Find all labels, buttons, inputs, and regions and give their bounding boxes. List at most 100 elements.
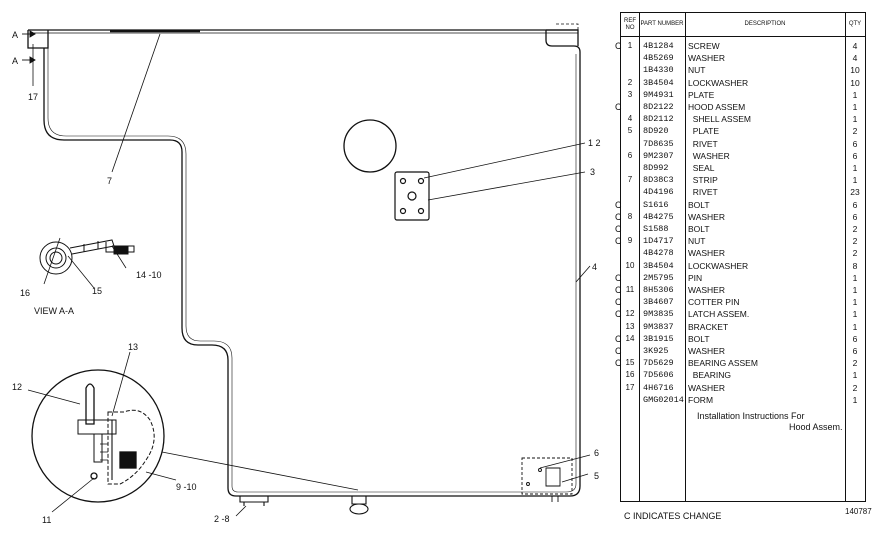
part-number: S1588 — [643, 224, 669, 234]
change-mark: C — [615, 199, 622, 210]
change-mark: C — [615, 285, 622, 295]
part-number: 7D5606 — [643, 370, 674, 381]
callout-leaders-extra — [27, 351, 131, 513]
part-number: 8D920 — [643, 126, 669, 137]
label-12: 12 — [12, 382, 22, 392]
installation-note-line2: Hood Assem. — [789, 422, 843, 432]
quantity: 6 — [852, 138, 858, 149]
part-description: BEARING ASSEM — [688, 358, 758, 369]
ref-number: 10 — [625, 260, 635, 270]
column-divider — [639, 13, 640, 501]
part-number: 9M3837 — [643, 321, 674, 332]
part-number: 8D992 — [643, 163, 669, 173]
part-number: 8H5306 — [643, 285, 674, 295]
part-number: 8D2112 — [643, 114, 674, 125]
change-mark: C — [615, 346, 622, 356]
quantity: 1 — [852, 309, 858, 320]
part-number: 4B5269 — [643, 53, 674, 64]
part-number: 9M2307 — [643, 150, 674, 161]
label-16: 16 — [20, 288, 30, 298]
part-description: SEAL — [688, 163, 715, 173]
drawing-number: 140787 — [845, 507, 872, 516]
part-description: LATCH ASSEM. — [688, 309, 750, 320]
change-mark: C — [615, 236, 622, 247]
part-description: HOOD ASSEM — [688, 102, 746, 112]
part-number: 1B4330 — [643, 65, 674, 76]
change-mark: C — [615, 297, 622, 308]
quantity: 2 — [852, 236, 858, 247]
quantity: 4 — [852, 41, 858, 51]
part-number: 7D8635 — [643, 138, 674, 149]
quantity: 1 — [852, 272, 858, 283]
label-7: 7 — [107, 176, 112, 186]
plate-part-3 — [394, 171, 430, 221]
part-description: WASHER — [688, 285, 725, 295]
quantity: 2 — [852, 358, 858, 369]
quantity: 2 — [852, 126, 858, 137]
change-mark: C — [615, 309, 622, 320]
part-description: LOCKWASHER — [688, 77, 749, 88]
ref-number: 16 — [625, 370, 635, 380]
part-number: 4B4278 — [643, 248, 674, 259]
quantity: 4 — [852, 53, 858, 64]
label-14-10: 14 -10 — [136, 270, 162, 280]
quantity: 6 — [852, 346, 858, 356]
section-markers — [22, 30, 36, 64]
quantity: 1 — [852, 163, 858, 173]
table-row: 8D992 SEAL 1 — [621, 163, 865, 174]
change-mark: C — [615, 272, 622, 283]
label-3: 3 — [590, 167, 595, 177]
quantity: 1 — [852, 89, 858, 100]
part-description: NUT — [688, 65, 706, 76]
column-divider — [685, 13, 686, 501]
ref-number: 11 — [625, 285, 635, 294]
ref-number: 17 — [625, 382, 635, 392]
ref-number: 5 — [627, 126, 633, 136]
ref-number: 13 — [625, 321, 635, 331]
part-description: PLATE — [688, 126, 720, 137]
ref-number: 1 — [627, 41, 633, 50]
quantity: 6 — [852, 150, 858, 161]
change-mark: C — [615, 358, 622, 369]
view-a-a-detail — [39, 239, 135, 275]
part-number: 3B4504 — [643, 260, 674, 271]
change-mark: C — [615, 102, 622, 112]
change-legend: C INDICATES CHANGE — [624, 511, 722, 521]
label-4: 4 — [592, 262, 597, 272]
part-number: 9M3835 — [643, 309, 674, 320]
part-number: GMG02014 — [643, 394, 684, 405]
label-a-top: A — [12, 30, 18, 40]
column-divider — [845, 13, 846, 501]
label-15: 15 — [92, 286, 102, 296]
hood-assembly-drawing: 1 2 3 4 6 5 7 17 A A 16 15 14 -10 VIEW A… — [12, 23, 601, 525]
part-number: 3B4607 — [643, 297, 674, 308]
quantity: 2 — [852, 382, 858, 393]
label-2-8: 2 -8 — [214, 514, 230, 524]
ref-number: 3 — [627, 89, 633, 99]
table-row: 1B4330 NUT 10 — [621, 65, 865, 76]
quantity: 1 — [852, 297, 858, 308]
table-row: 5 8D920 PLATE 2 — [621, 126, 865, 137]
label-6: 6 — [594, 448, 599, 458]
quantity: 10 — [850, 65, 860, 76]
part-number: 1D4717 — [643, 236, 674, 247]
part-description: LOCKWASHER — [688, 260, 749, 271]
part-number: 3B4504 — [643, 77, 674, 88]
